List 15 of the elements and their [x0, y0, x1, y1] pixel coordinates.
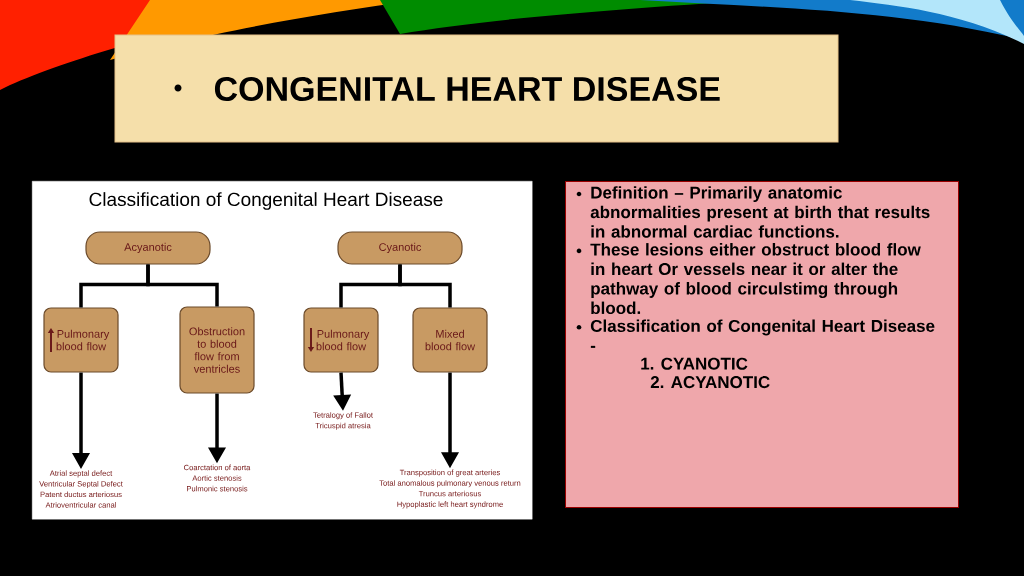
category-box: Pulmonary blood flow [43, 307, 119, 373]
category-box: Acyanotic [85, 231, 211, 265]
title-banner: CONGENITAL HEART DISEASE [114, 34, 839, 143]
category-box: Pulmonary blood flow [303, 307, 379, 373]
bullet-item: These lesions either obstruct blood flow in heart Or vessels near it or alter the pathway of blood circulstimg through blood. [576, 243, 921, 315]
category-box: Cyanotic [337, 231, 463, 265]
bullet-item: Definition – Primarily anatomic abnormalities present at birth that results in abnormal cardiac functions. [576, 186, 930, 238]
connector-line [398, 264, 452, 308]
list-item: 1. CYANOTIC [641, 357, 748, 370]
category-box: Obstruction to blood flow from ventricles [179, 306, 255, 394]
connector-line [146, 264, 219, 307]
list-item: 2. ACYANOTIC [650, 376, 770, 389]
chart-title: Classification of Congenital Heart Disease [89, 192, 443, 210]
category-box: Mixed blood flow [412, 307, 488, 373]
bullet-item: Classification of Congenital Heart Disease - [576, 319, 935, 348]
